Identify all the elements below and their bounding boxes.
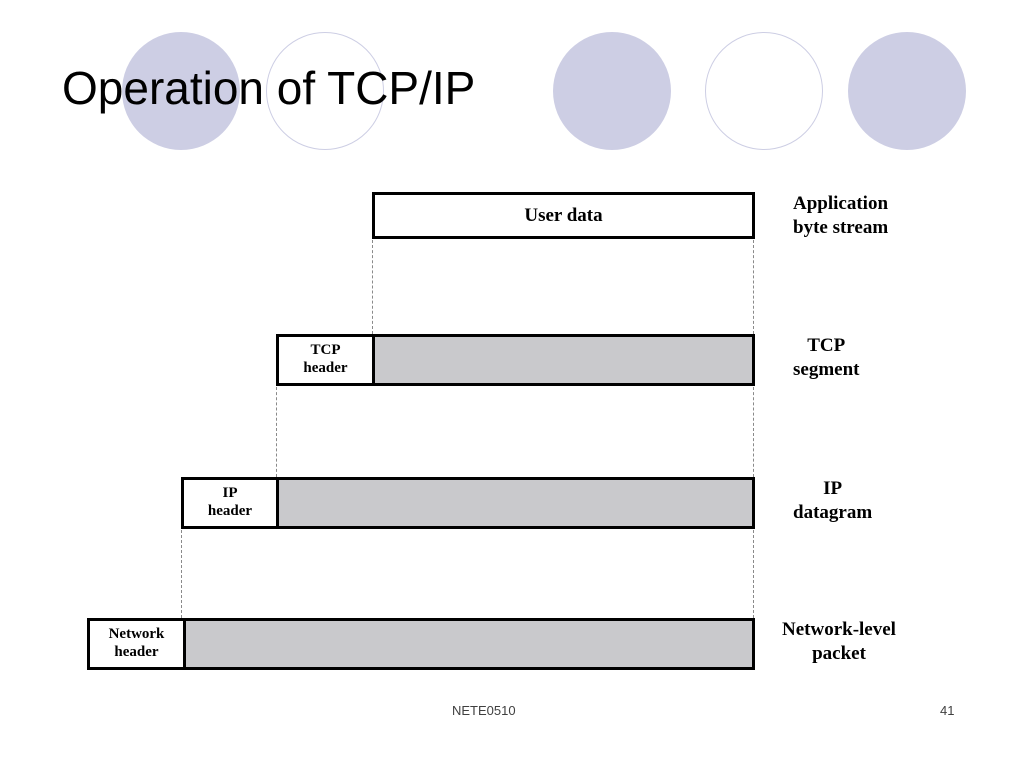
pdu-row-application: User data [372, 192, 755, 239]
header-cell-line: Network [108, 626, 165, 643]
header-cell-line: TCP [310, 342, 341, 359]
header-cell-line: header [207, 503, 253, 519]
connector-tcp-right [753, 387, 754, 477]
row-label-ip: IP datagram [793, 478, 873, 523]
footer-course-code: NETE0510 [452, 703, 516, 718]
connector-userdata-right [753, 240, 754, 334]
footer-page-number: 41 [940, 703, 955, 718]
payload-cell-ip [279, 480, 752, 526]
connector-ip-right [753, 530, 754, 618]
row-label-tcp: TCP segment [793, 335, 860, 380]
row-label-network: Network-level packet [782, 619, 896, 664]
payload-cell-tcp [375, 337, 752, 383]
row-label-application: Application byte stream [793, 193, 889, 238]
connector-ip-left [181, 530, 182, 618]
header-cell-line: IP [222, 485, 238, 502]
payload-cell-network [186, 621, 752, 667]
header-cell-line: header [303, 360, 348, 376]
connector-tcp-left [276, 387, 277, 477]
page-title: Operation of TCP/IP [62, 62, 476, 114]
connector-userdata-left [372, 240, 373, 334]
payload-cell-application: User data [375, 195, 752, 236]
header-cell-line: header [114, 644, 159, 660]
